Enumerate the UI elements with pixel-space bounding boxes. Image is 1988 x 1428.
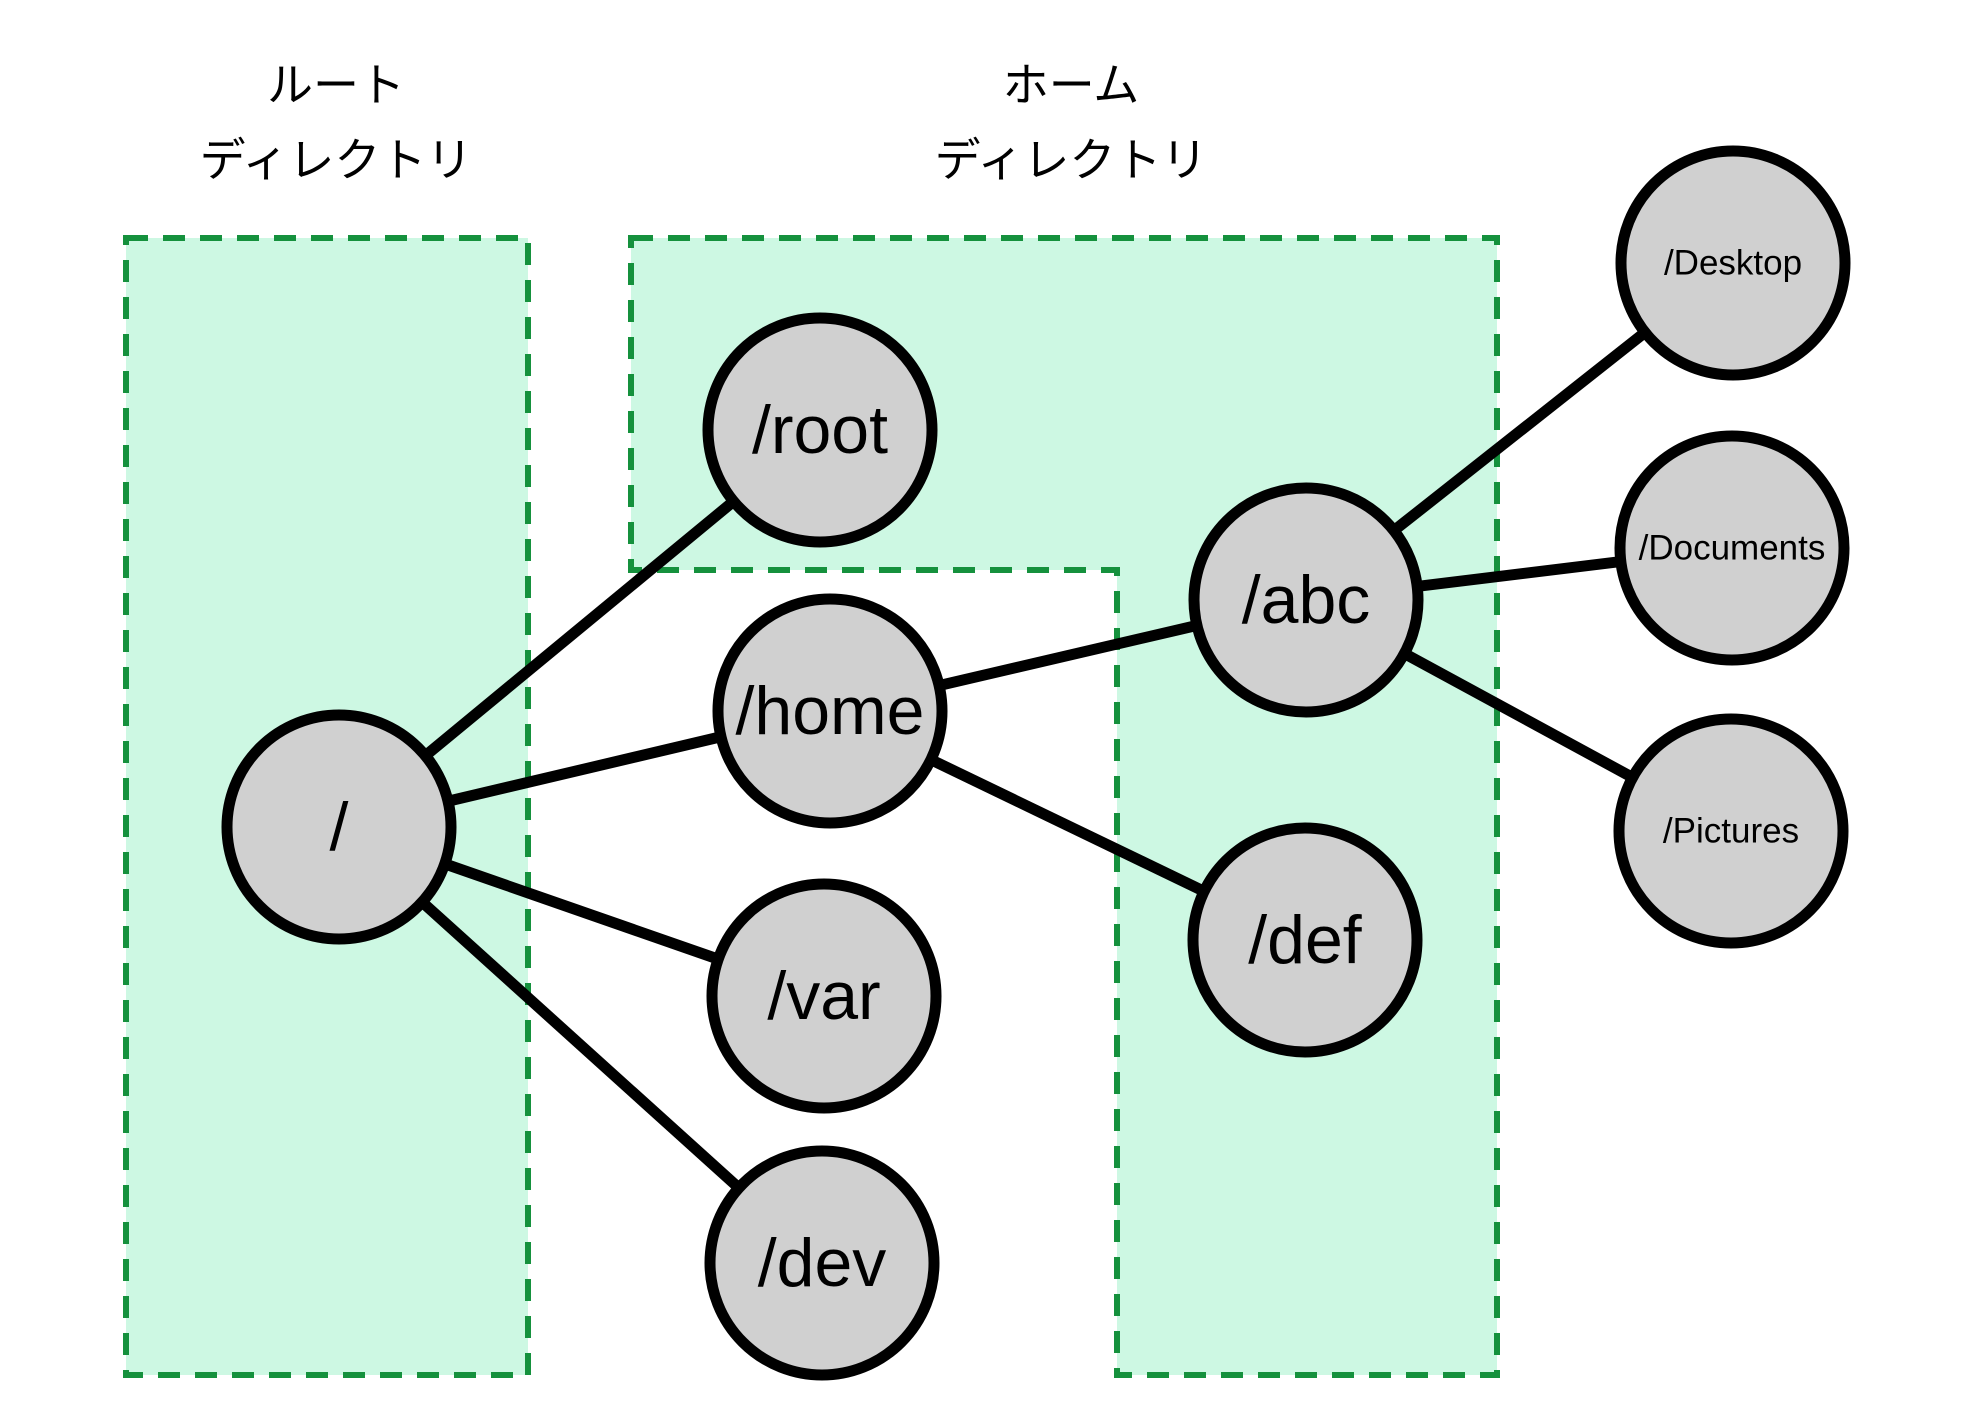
node-home: /home — [712, 593, 948, 829]
node-root-home-label: /root — [752, 392, 888, 468]
node-pictures: /Pictures — [1613, 713, 1849, 949]
node-root: / — [221, 709, 457, 945]
node-home-label: /home — [736, 673, 925, 749]
node-root-circle — [221, 709, 457, 945]
root-directory-header-line2: ディレクトリ — [200, 134, 473, 186]
node-desktop-circle — [1615, 145, 1851, 381]
node-documents-circle — [1614, 430, 1850, 666]
node-desktop: /Desktop — [1615, 145, 1851, 381]
node-def-circle — [1187, 822, 1423, 1058]
node-root-home-circle — [702, 312, 938, 548]
node-documents: /Documents — [1614, 430, 1850, 666]
node-root-label: / — [330, 789, 349, 865]
node-var: /var — [706, 878, 942, 1114]
node-abc-label: /abc — [1242, 562, 1371, 638]
node-def: /def — [1187, 822, 1423, 1058]
node-def-label: /def — [1248, 902, 1362, 978]
home-directory-header-line1: ホーム — [1003, 59, 1140, 111]
node-dev-label: /dev — [758, 1225, 887, 1301]
node-pictures-circle — [1613, 713, 1849, 949]
node-root-home: /root — [702, 312, 938, 548]
root-directory-header-line1: ルート — [267, 59, 405, 111]
node-abc: /abc — [1188, 482, 1424, 718]
node-dev-circle — [704, 1145, 940, 1381]
node-home-circle — [712, 593, 948, 829]
node-pictures-label: /Pictures — [1663, 812, 1799, 851]
node-dev: /dev — [704, 1145, 940, 1381]
node-var-label: /var — [767, 958, 880, 1034]
node-abc-circle — [1188, 482, 1424, 718]
node-var-circle — [706, 878, 942, 1114]
node-documents-label: /Documents — [1639, 529, 1826, 568]
node-desktop-label: /Desktop — [1664, 244, 1802, 283]
home-directory-header-line2: ディレクトリ — [935, 134, 1208, 186]
